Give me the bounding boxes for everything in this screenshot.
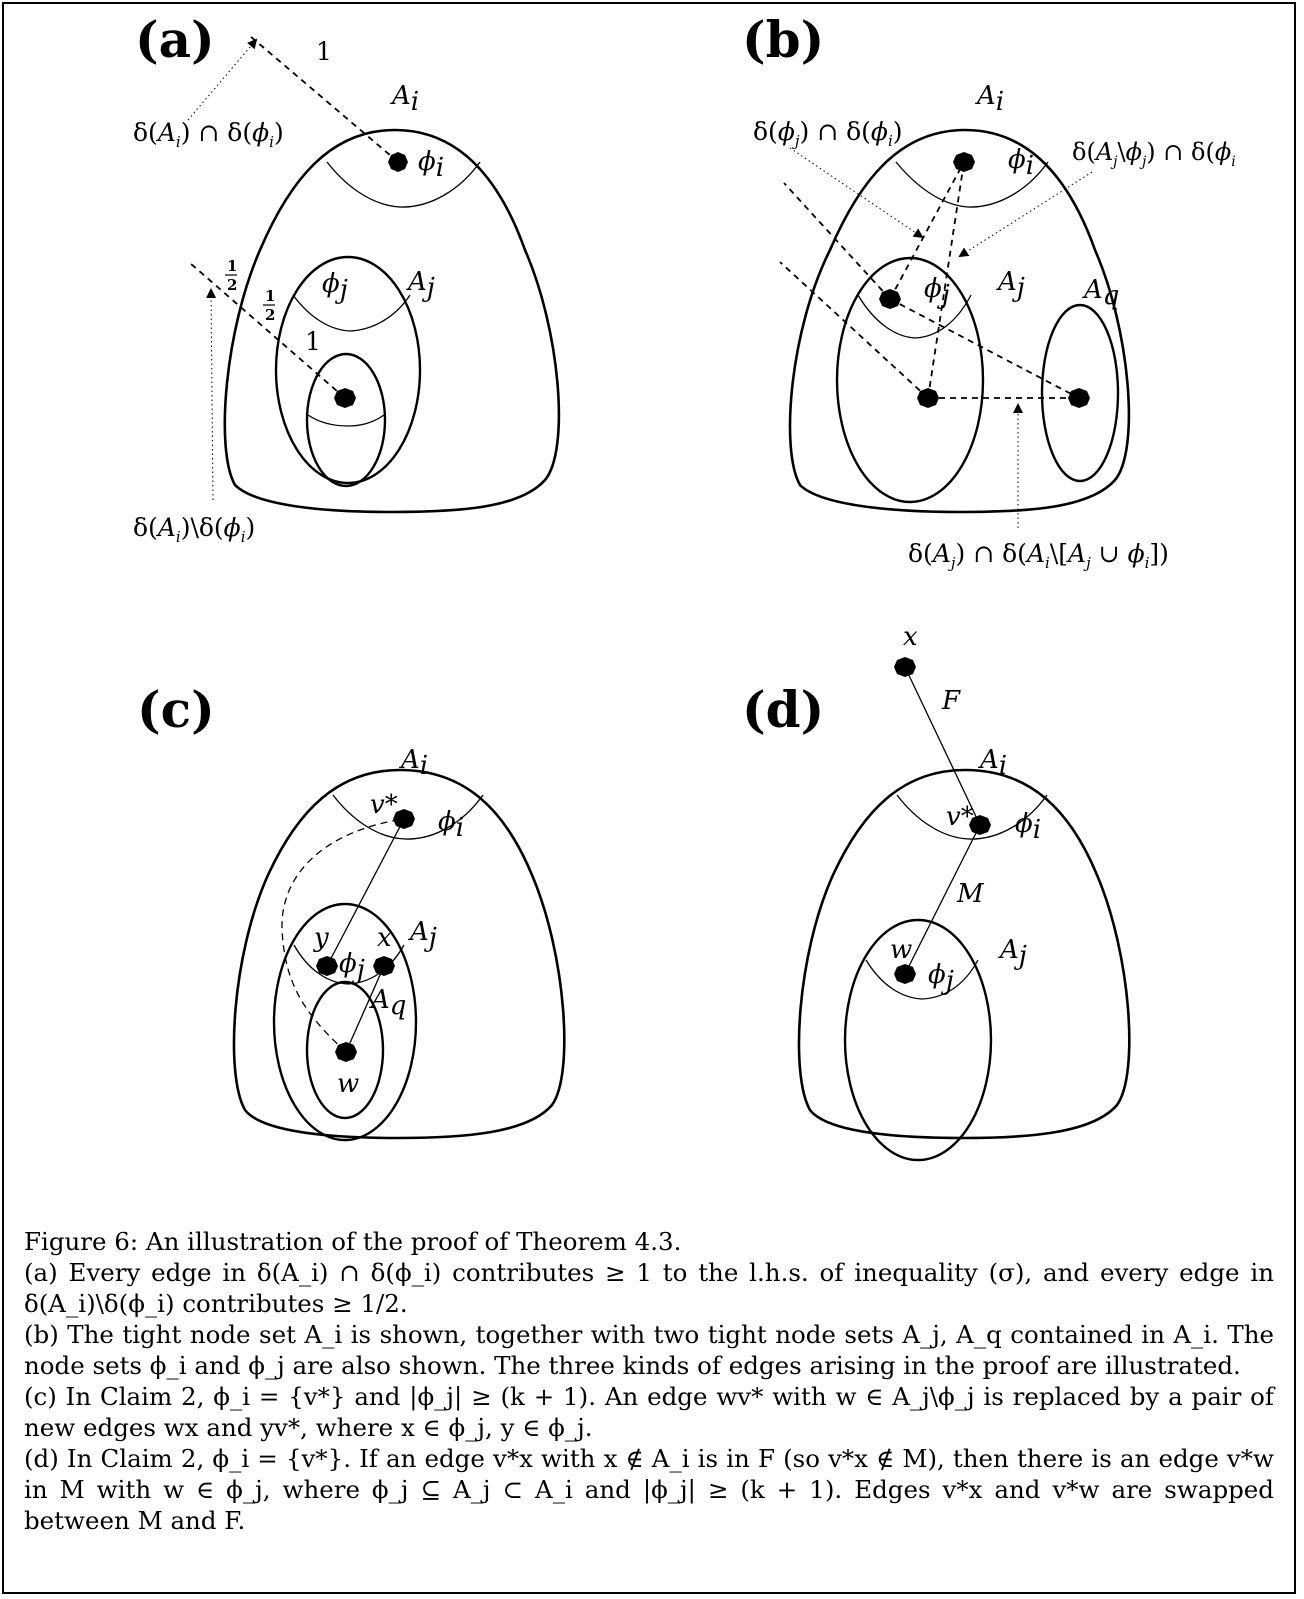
phi-i-boundary	[896, 794, 1048, 840]
edge-w-v-star-removed	[281, 818, 405, 1053]
weight-half-lower: 1 2	[263, 287, 275, 324]
panel-c-label: (c)	[137, 680, 215, 739]
set-aq-outline	[305, 980, 385, 1120]
label-a-i: Ai	[390, 81, 419, 117]
callout-phi-line	[789, 147, 924, 239]
callout-aj-phi: δ(Aj\ϕj) ∩ δ(ϕi	[1072, 138, 1236, 170]
label-phi-i: ϕi	[438, 807, 464, 843]
callout-bottom: δ(Aj) ∩ δ(Ai\[Aj ∪ ϕi])	[908, 539, 1169, 572]
label-phi-j: ϕj	[924, 274, 950, 310]
panel-d: (d) x F Ai v* ϕi M w ϕj Aj	[742, 622, 1131, 1162]
set-ai-outline	[797, 768, 1131, 1140]
edge-phi-j-phi-i	[889, 161, 965, 300]
callout-intersection: δ(Ai) ∩ δ(ϕi)	[133, 118, 284, 151]
edge-F	[904, 666, 981, 826]
set-ai-outline	[223, 128, 561, 514]
weight-half-upper: 1 2	[225, 257, 237, 294]
panel-a-label: (a)	[135, 10, 215, 69]
label-phi-i: ϕi	[1008, 145, 1034, 181]
set-aj-outline	[843, 918, 993, 1162]
panel-b-label: (b)	[742, 10, 824, 69]
label-a-j: Aj	[408, 917, 437, 953]
caption-c: (c) In Claim 2, ϕ_i = {v*} and |ϕ_j| ≥ (…	[24, 1382, 1274, 1442]
edge-w-x	[345, 965, 385, 1053]
set-ai-outline	[788, 128, 1131, 514]
callout-phi: δ(ϕj) ∩ δ(ϕi)	[753, 117, 903, 150]
edge-phi-j-aq	[889, 298, 1080, 399]
label-v-star: v*	[370, 790, 398, 820]
panel-d-label: (d)	[742, 680, 824, 739]
svg-text:2: 2	[265, 306, 275, 324]
phi-j-boundary	[857, 294, 972, 339]
label-a-q: Aq	[1082, 275, 1119, 311]
label-F: F	[941, 686, 961, 716]
label-a-j: Aj	[998, 935, 1027, 971]
set-aj-outline	[835, 256, 985, 504]
weight-one-inner: 1	[305, 327, 321, 356]
panel-c: (c) Ai v* ϕi y x ϕj Aj Aq	[137, 680, 566, 1142]
label-a-i: Ai	[978, 745, 1007, 781]
callout-aj-phi-line	[958, 171, 1093, 258]
label-w: w	[890, 935, 912, 965]
panel-b: (b) Ai ϕi ϕj Aj	[742, 10, 1236, 572]
callout-difference: δ(Ai)\δ(ϕi)	[133, 513, 255, 546]
inner-set-boundary	[307, 414, 385, 427]
caption-b: (b) The tight node set A_i is shown, tog…	[24, 1320, 1274, 1380]
label-a-i: Ai	[399, 745, 428, 781]
label-y: y	[313, 923, 329, 953]
label-phi-j: ϕj	[322, 269, 348, 305]
label-a-i: Ai	[975, 81, 1004, 117]
phi-i-boundary	[895, 161, 1049, 208]
label-v-star: v*	[946, 802, 974, 832]
label-x: x	[903, 622, 918, 652]
label-a-j: Aj	[996, 267, 1025, 303]
phi-j-boundary	[292, 294, 411, 332]
figure-diagram: (a) 1 1 1 2 1 2	[133, 10, 1236, 1162]
inner-set-outline	[305, 352, 387, 488]
phi-i-boundary	[326, 161, 481, 208]
edge-half-weight	[189, 262, 346, 399]
svg-text:1: 1	[265, 287, 275, 305]
svg-text:1: 1	[227, 257, 237, 275]
weight-one-top: 1	[316, 37, 332, 66]
label-phi-i: ϕi	[418, 147, 444, 183]
caption-d: (d) In Claim 2, ϕ_i = {v*}. If an edge v…	[24, 1444, 1274, 1535]
label-M: M	[956, 879, 985, 909]
edge-aj-phi-i	[927, 161, 965, 399]
label-a-j: Aj	[406, 267, 435, 303]
set-ai-outline	[232, 768, 566, 1140]
label-phi-i: ϕi	[1015, 809, 1041, 845]
set-aq-outline	[1040, 303, 1120, 483]
label-x: x	[377, 923, 392, 953]
caption-title: Figure 6: An illustration of the proof o…	[24, 1227, 682, 1256]
label-a-q: Aq	[369, 985, 406, 1021]
caption-a: (a) Every edge in δ(A_i) ∩ δ(ϕ_i) contri…	[24, 1258, 1274, 1318]
edge-y-v-star	[326, 818, 405, 967]
label-w: w	[337, 1069, 359, 1099]
svg-text:2: 2	[227, 276, 237, 294]
phi-j-boundary	[865, 959, 979, 1000]
label-phi-j: ϕj	[339, 949, 365, 985]
figure-caption: Figure 6: An illustration of the proof o…	[24, 1226, 1274, 1536]
set-aj-outline	[274, 255, 422, 485]
set-aj-outline	[272, 902, 418, 1142]
callout-difference-line	[206, 288, 217, 501]
edge-M	[904, 824, 981, 975]
phi-i-boundary	[332, 794, 484, 840]
label-phi-j: ϕj	[928, 960, 954, 996]
edge-aj-outside	[779, 261, 929, 399]
edge-phi-j-outside	[783, 182, 891, 300]
panel-a: (a) 1 1 1 2 1 2	[133, 10, 561, 546]
